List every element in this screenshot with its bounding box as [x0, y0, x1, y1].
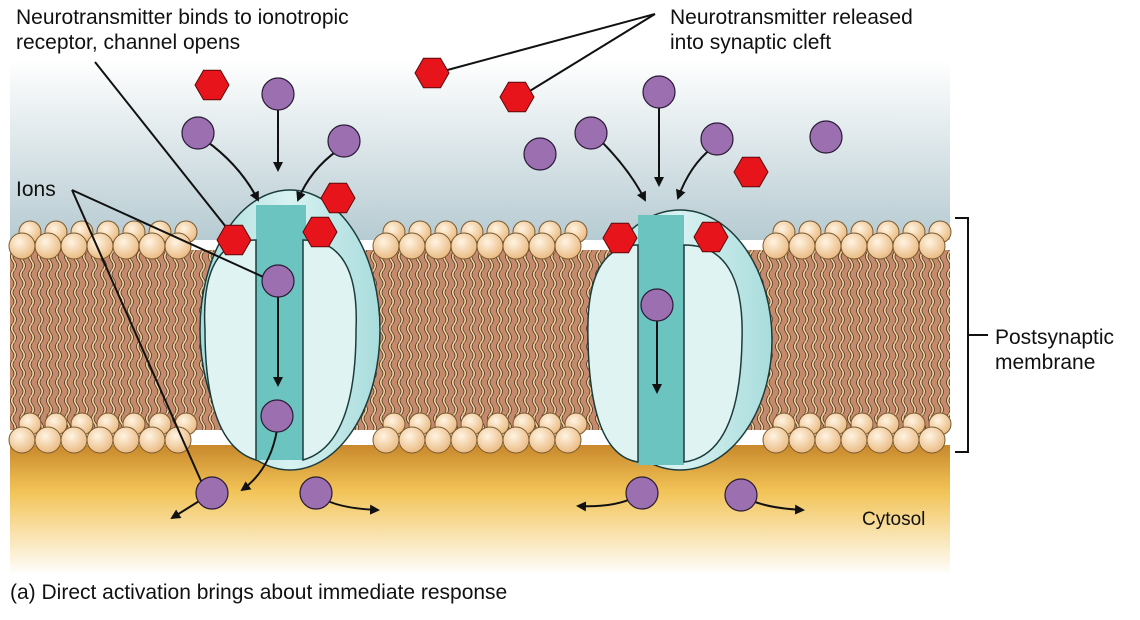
phospholipid-head [86, 426, 114, 454]
label-postsynaptic-membrane: Postsynaptic membrane [995, 325, 1114, 375]
phospholipid-head [918, 232, 946, 260]
phospholipid-head [60, 232, 88, 260]
label-neurotransmitter-binds: Neurotransmitter binds to ionotropic rec… [16, 5, 349, 55]
label-ions: Ions [16, 178, 56, 201]
ion [260, 399, 294, 433]
neurotransmitter-molecule [194, 69, 230, 101]
phospholipid-head [788, 232, 816, 260]
leader-released-2 [519, 13, 656, 98]
phospholipid-head [814, 232, 842, 260]
movement-arrow [204, 139, 259, 202]
phospholipid-head [476, 426, 504, 454]
leader-ions-1 [71, 189, 271, 281]
ion [642, 75, 676, 109]
ion [181, 116, 215, 150]
label-postsynaptic-line2: membrane [995, 351, 1096, 374]
ion [809, 120, 843, 154]
phospholipid-head [502, 426, 530, 454]
phospholipid-head [372, 426, 400, 454]
phospholipid-head [840, 232, 868, 260]
ion [640, 288, 674, 322]
phospholipid-head [892, 426, 920, 454]
phospholipid-head [814, 426, 842, 454]
phospholipid-head [398, 232, 426, 260]
phospholipid-head [528, 232, 556, 260]
neurotransmitter-molecule [216, 224, 252, 256]
neurotransmitter-molecule [499, 81, 535, 113]
phospholipid-head [892, 232, 920, 260]
leader-binds [94, 61, 231, 233]
ion-channel-right [587, 209, 773, 471]
ion [523, 137, 557, 171]
label-postsynaptic-line1: Postsynaptic [995, 326, 1115, 349]
leader-released-1 [439, 13, 656, 73]
ion [261, 77, 295, 111]
phospholipid-head [450, 426, 478, 454]
phospholipid-head [762, 232, 790, 260]
leader-lines [71, 13, 988, 491]
phospholipid-head [502, 232, 530, 260]
phospholipid-heads-top [8, 220, 952, 260]
lipid-tail-layer [10, 250, 950, 430]
phospholipid-heads-bottom [8, 412, 952, 454]
leader-ions-2 [71, 189, 206, 491]
movement-arrow [240, 429, 278, 492]
phospholipid-head [138, 232, 166, 260]
neurotransmitter-molecule [302, 216, 338, 248]
phospholipid-head [398, 426, 426, 454]
ion [574, 116, 608, 150]
label-binds-line2: receptor, channel opens [16, 31, 241, 54]
ion-channel-left [199, 189, 381, 471]
phospholipid-head [476, 232, 504, 260]
phospholipid-head [8, 426, 36, 454]
phospholipid-head [112, 232, 140, 260]
phospholipid-head [424, 426, 452, 454]
phospholipid-head [164, 232, 192, 260]
ion [724, 478, 758, 512]
ion [700, 122, 734, 156]
phospholipid-head [918, 426, 946, 454]
ion [261, 264, 295, 298]
phospholipid-head [34, 232, 62, 260]
movement-arrow [296, 149, 339, 202]
molecules [181, 57, 843, 512]
label-released-line2: into synaptic cleft [670, 31, 832, 54]
membrane-bracket [955, 217, 969, 453]
phospholipid-head [528, 426, 556, 454]
neurotransmitter-molecule [693, 221, 729, 253]
neurotransmitter-molecule [602, 222, 638, 254]
phospholipid-head [788, 426, 816, 454]
phospholipid-head [554, 426, 582, 454]
ion [195, 476, 229, 510]
phospholipid-head [866, 232, 894, 260]
label-released-line1: Neurotransmitter released [670, 6, 913, 29]
phospholipid-head [60, 426, 88, 454]
label-cytosol: Cytosol [862, 509, 926, 530]
neurotransmitter-molecule [414, 57, 450, 89]
label-binds-line1: Neurotransmitter binds to ionotropic [16, 6, 349, 29]
phospholipid-head [424, 232, 452, 260]
neurotransmitter-molecule [320, 182, 356, 214]
phospholipid-head [450, 232, 478, 260]
neurotransmitter-molecule [733, 156, 769, 188]
phospholipid-head [34, 426, 62, 454]
label-neurotransmitter-released: Neurotransmitter released into synaptic … [670, 5, 913, 55]
phospholipid-head [866, 426, 894, 454]
ion [625, 476, 659, 510]
synaptic-cleft-region [10, 60, 950, 240]
phospholipid-head [372, 232, 400, 260]
phospholipid-head [554, 232, 582, 260]
phospholipid-head [762, 426, 790, 454]
phospholipid-head [112, 426, 140, 454]
phospholipid-head [8, 232, 36, 260]
figure-caption: (a) Direct activation brings about immed… [10, 581, 508, 604]
ion [327, 124, 361, 158]
movement-arrow [599, 139, 646, 202]
cytosol-region [10, 445, 950, 575]
ion [299, 476, 333, 510]
phospholipid-head [138, 426, 166, 454]
phospholipid-head [840, 426, 868, 454]
